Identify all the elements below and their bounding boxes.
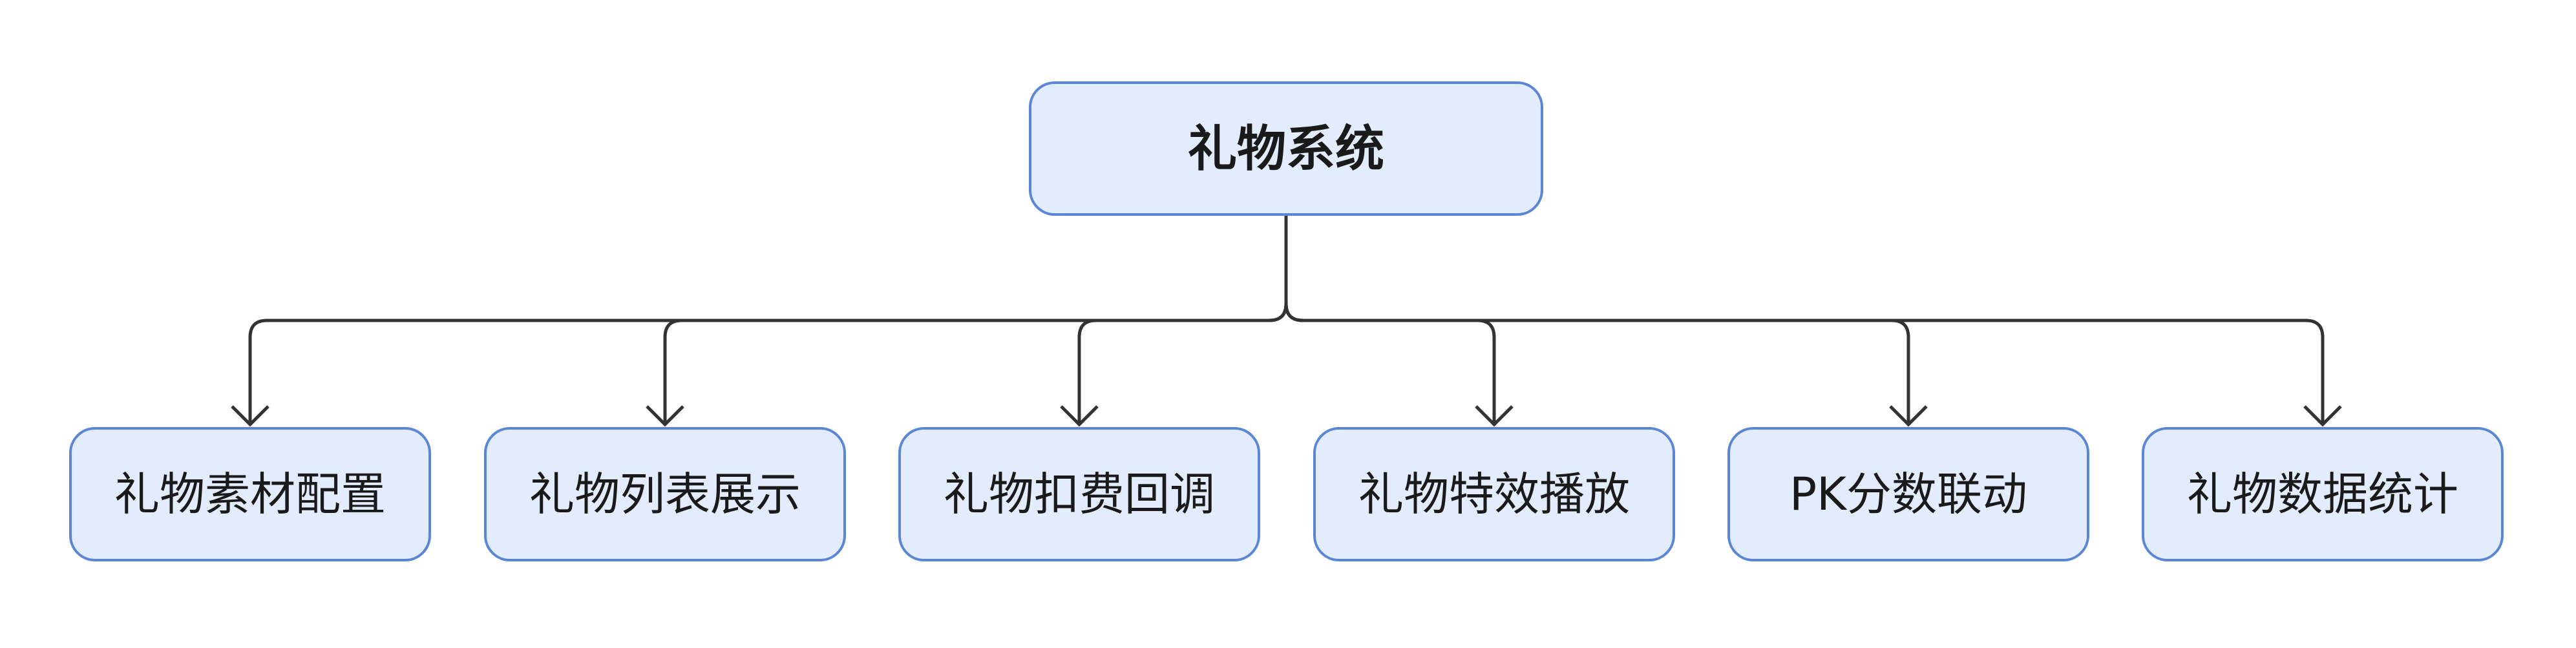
arrowhead-6 [2303, 405, 2342, 427]
child-node-label: 礼物扣费回调 [944, 468, 1215, 521]
child-node-label: 礼物列表展示 [529, 468, 801, 521]
child-node-label: PK分数联动 [1789, 468, 2027, 521]
child-node-gift-deduction-callback: 礼物扣费回调 [898, 427, 1260, 561]
arrowhead-2 [646, 405, 684, 427]
arrowhead-4 [1475, 405, 1514, 427]
child-node-pk-score-linkage: PK分数联动 [1727, 427, 2089, 561]
child-node-box [1313, 427, 1675, 561]
child-node-label: 礼物特效播放 [1358, 468, 1630, 521]
child-node-box [2142, 427, 2504, 561]
root-node-label: 礼物系统 [1188, 120, 1384, 178]
child-node-label: 礼物数据统计 [2187, 468, 2458, 521]
root-node-box [1029, 81, 1543, 216]
connector-line-3 [1077, 214, 1288, 424]
child-node-gift-list-display: 礼物列表展示 [484, 427, 846, 561]
root-node: 礼物系统 [1029, 81, 1543, 216]
child-node-box [898, 427, 1260, 561]
child-node-box [484, 427, 846, 561]
connector-lines [231, 214, 2342, 427]
arrowhead-3 [1060, 405, 1099, 427]
child-node-gift-asset-config: 礼物素材配置 [69, 427, 431, 561]
child-node-box [1727, 427, 2089, 561]
child-node-label: 礼物素材配置 [114, 468, 386, 521]
connector-line-6 [1284, 214, 2325, 424]
child-node-gift-effect-playback: 礼物特效播放 [1313, 427, 1675, 561]
arrowhead-5 [1889, 405, 1928, 427]
arrowhead-1 [231, 405, 269, 427]
child-node-gift-data-statistics: 礼物数据统计 [2142, 427, 2504, 561]
child-node-box [69, 427, 431, 561]
